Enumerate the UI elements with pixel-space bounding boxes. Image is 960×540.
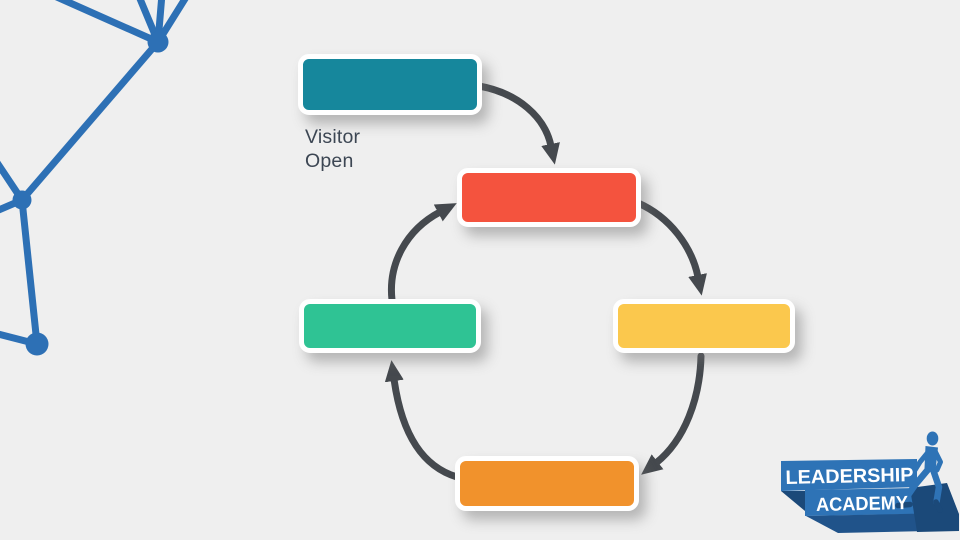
arrow-bottom-to-left <box>384 360 461 481</box>
arrow-start-to-top <box>475 82 560 165</box>
network-edge <box>54 0 160 46</box>
logo-text-leadership: LEADERSHIP <box>785 464 913 489</box>
step-box-left <box>299 299 481 353</box>
arrow-right-to-bottom <box>641 352 705 475</box>
logo-banner-fold <box>781 491 805 511</box>
start-step-label-line1: Visitor <box>305 126 361 148</box>
step-box-bottom <box>455 456 639 511</box>
step-box-start <box>298 54 482 115</box>
start-step-label: Visitor Open <box>305 126 360 173</box>
network-node <box>25 332 49 356</box>
network-node <box>12 190 32 210</box>
logo-person-back-arm <box>932 448 943 473</box>
step-box-right <box>613 299 795 353</box>
leadership-academy-logo: LEADERSHIP ACADEMY <box>781 431 959 533</box>
logo-banner-shadow <box>806 513 948 533</box>
network-graph-decoration <box>0 0 189 356</box>
logo-person-back-leg <box>929 466 943 506</box>
logo-text-academy: ACADEMY <box>816 493 909 516</box>
arrow-top-to-right <box>634 199 707 296</box>
logo-person-front-leg <box>900 466 932 505</box>
logo-ground-wedge <box>910 483 959 532</box>
arrow-left-to-top <box>387 203 457 304</box>
logo-person-head <box>926 431 939 446</box>
network-edge <box>18 199 41 345</box>
start-step-label-line2: Open <box>305 149 354 172</box>
logo-banner-academy <box>805 488 918 516</box>
logo-person-back-foot <box>933 499 943 513</box>
logo-banner-leadership <box>781 459 917 491</box>
network-node <box>147 31 169 53</box>
step-box-top <box>457 168 641 227</box>
network-edge <box>19 39 161 203</box>
logo-person-front-foot <box>895 501 913 509</box>
